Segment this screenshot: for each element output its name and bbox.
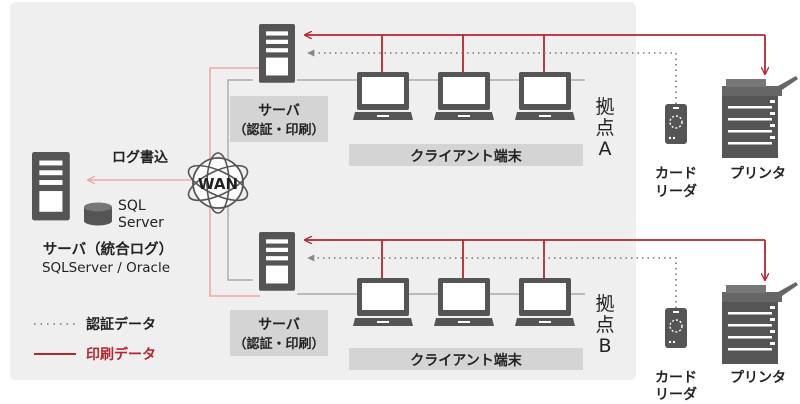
site-a-client-icon-2 [434, 72, 494, 120]
central-server-icon [32, 152, 70, 221]
site-b-clients-label: クライアント端末 [410, 352, 522, 369]
legend-print-label: 印刷データ [86, 346, 156, 363]
database-icon [84, 202, 112, 226]
site-b-name-2: 点 [595, 314, 614, 336]
site-a-name-2: 点 [595, 117, 614, 139]
site-a-printer-icon [722, 76, 798, 158]
site-b-name-1: 拠 [595, 293, 614, 315]
central-server-label: サーバ（統合ログ） [43, 240, 173, 258]
print-lines-site-b [305, 240, 765, 280]
site-a-client-icon-3 [515, 72, 575, 120]
site-a-clients-label: クライアント端末 [410, 148, 522, 165]
site-a-card-reader-label-2: リーダ [655, 183, 697, 200]
db-label-2: Server [118, 215, 164, 231]
site-b-card-reader-label-2: リーダ [655, 386, 697, 403]
legend: 認証データ 印刷データ [34, 316, 156, 363]
site-b-server-label-1: サーバ [258, 317, 300, 333]
auth-lines [307, 49, 677, 308]
site-b-printer-label: プリンタ [730, 370, 786, 386]
db-label-1: SQL [118, 198, 146, 214]
site-a-server-label-2: （認証・印刷） [233, 122, 324, 138]
legend-auth-label: 認証データ [86, 316, 156, 333]
site-b-card-reader-icon [664, 307, 688, 349]
site-b-server-label-box [230, 310, 328, 356]
site-b-client-icon-3 [515, 278, 575, 326]
site-b-card-reader-label-1: カード [655, 370, 697, 386]
site-b-client-icon-1 [353, 278, 413, 326]
site-a-name-1: 拠 [595, 96, 614, 118]
site-b-server-icon [259, 232, 295, 291]
site-a-server-label-box [230, 96, 328, 142]
site-b-clients-label-box [349, 348, 583, 370]
site-a-name-3: A [599, 138, 612, 160]
log-write-label: ログ書込 [112, 149, 168, 166]
site-b-name-3: B [598, 335, 611, 357]
central-server-sublabel: SQLServer / Oracle [42, 260, 170, 276]
site-b-server-label-2: （認証・印刷） [233, 336, 324, 352]
site-a-card-reader-label-1: カード [655, 166, 697, 182]
site-a-printer-label: プリンタ [730, 166, 786, 182]
wan-globe-icon [187, 152, 249, 214]
wan-label: WAN [198, 175, 238, 193]
site-b: サーバ （認証・印刷） クライアント端末 拠 点 B カード リーダ プリンタ [230, 232, 798, 403]
site-a-server-label-1: サーバ [258, 103, 300, 119]
site-a-card-reader-icon [664, 103, 688, 145]
site-a: サーバ （認証・印刷） クライアント端末 拠 点 A カード リーダ プリンタ [230, 24, 798, 200]
site-a-server-icon [259, 24, 295, 83]
site-a-client-icon-1 [353, 72, 413, 120]
site-a-clients-label-box [349, 144, 583, 166]
site-b-printer-icon [722, 282, 798, 364]
site-b-client-icon-2 [434, 278, 494, 326]
